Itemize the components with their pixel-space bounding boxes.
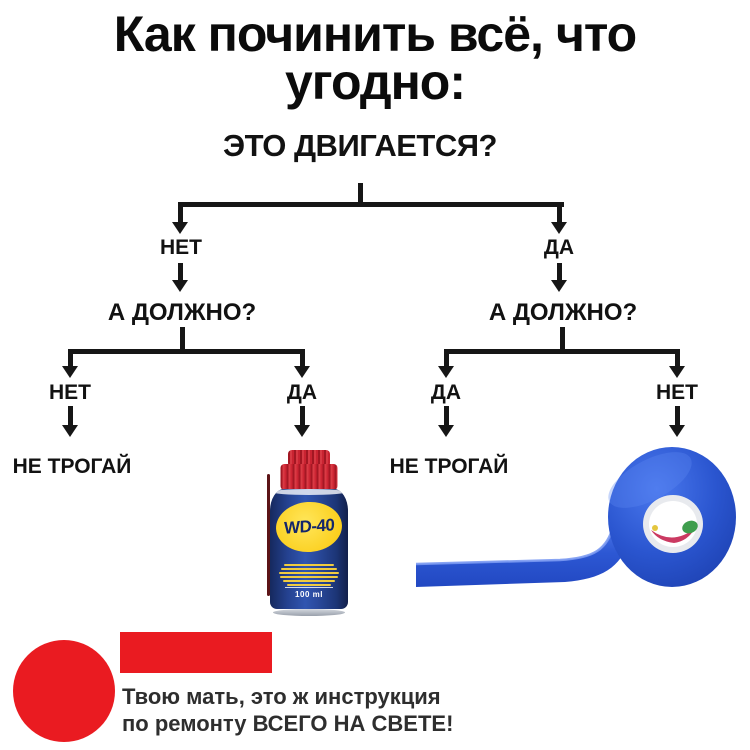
- arrow-down-icon: [669, 366, 685, 378]
- connector-level1-left-drop: [178, 202, 183, 223]
- footer-caption: Твою мать, это ж инструкция по ремонту В…: [122, 683, 453, 737]
- connector-right-arrow-shaft: [557, 263, 562, 281]
- arrow-down-icon: [438, 366, 454, 378]
- wd40-volume-text: 100 ml: [295, 590, 323, 599]
- wd40-logo-text: WD-40: [283, 515, 335, 538]
- connector-left-arrow-shaft: [178, 263, 183, 281]
- connector-left-branch: [68, 349, 305, 354]
- wd40-divider-line: [285, 587, 333, 588]
- answer-level1-no: НЕТ: [160, 236, 202, 259]
- answer-left-yes: ДА: [286, 381, 318, 404]
- title-line2: угодно:: [285, 54, 466, 110]
- wd40-fine-print: [278, 562, 340, 588]
- connector-drop: [444, 349, 449, 367]
- wd40-spray-can: WD-40 100 ml: [263, 450, 355, 616]
- blue-electrical-tape: [415, 447, 736, 587]
- censored-logo-circle: [13, 640, 115, 742]
- fine-print-line: [283, 580, 335, 582]
- arrow-down-icon: [551, 280, 567, 292]
- caption-line1: Твою мать, это ж инструкция: [122, 684, 441, 709]
- fine-print-line: [280, 576, 338, 578]
- connector-outcome-shaft: [68, 406, 73, 426]
- connector-drop: [675, 349, 680, 367]
- arrow-down-icon: [551, 222, 567, 234]
- result-dont-touch-left: НЕ ТРОГАЙ: [12, 455, 132, 478]
- connector-level1-branch: [178, 202, 564, 207]
- fine-print-line: [279, 572, 339, 574]
- tape-roll-sheen: [608, 452, 692, 508]
- wd40-bottom-rim: [273, 609, 345, 616]
- tape-core-label-green: [682, 520, 698, 534]
- result-dont-touch-right: НЕ ТРОГАЙ: [389, 455, 509, 478]
- fine-print-line: [281, 568, 337, 570]
- connector-level1-right-drop: [557, 202, 562, 223]
- flowchart-root-question: ЭТО ДВИГАЕТСЯ?: [223, 128, 497, 163]
- answer-right-no: НЕТ: [656, 381, 698, 404]
- tape-strip: [416, 524, 629, 587]
- connector-outcome-shaft: [675, 406, 680, 426]
- censored-logo-bar: [120, 632, 272, 673]
- flowchart-left-question: А ДОЛЖНО?: [107, 299, 257, 326]
- connector-drop: [68, 349, 73, 367]
- connector-left-stub: [180, 327, 185, 351]
- title-line1: Как починить всё, что: [113, 6, 637, 62]
- connector-root-stub: [358, 183, 363, 205]
- arrow-down-icon: [438, 425, 454, 437]
- wd40-shoulder: [272, 489, 346, 495]
- arrow-down-icon: [172, 280, 188, 292]
- wd40-logo-shield: WD-40: [274, 499, 344, 555]
- connector-right-stub: [560, 327, 565, 351]
- arrow-down-icon: [62, 366, 78, 378]
- meme-title: Как починить всё, что угодно:: [0, 6, 750, 110]
- connector-outcome-shaft: [300, 406, 305, 426]
- flowchart-right-question: А ДОЛЖНО?: [488, 299, 638, 326]
- fine-print-line: [284, 564, 334, 566]
- arrow-down-icon: [172, 222, 188, 234]
- wd40-cap: [280, 464, 338, 490]
- connector-right-branch: [444, 349, 680, 354]
- connector-outcome-shaft: [444, 406, 449, 426]
- answer-level1-yes: ДА: [543, 236, 575, 259]
- caption-line2: по ремонту ВСЕГО НА СВЕТЕ!: [122, 711, 454, 736]
- answer-right-yes: ДА: [430, 381, 462, 404]
- answer-left-no: НЕТ: [49, 381, 91, 404]
- arrow-down-icon: [62, 425, 78, 437]
- tape-core-label-red: [651, 528, 695, 543]
- wd40-can-body: WD-40 100 ml: [270, 489, 348, 609]
- wd40-straw: [267, 474, 270, 596]
- arrow-down-icon: [669, 425, 685, 437]
- fine-print-line: [287, 584, 331, 586]
- arrow-down-icon: [294, 366, 310, 378]
- wd40-cap-top: [288, 450, 330, 465]
- arrow-down-icon: [294, 425, 310, 437]
- tape-core-label-dot: [652, 525, 658, 531]
- connector-drop: [300, 349, 305, 367]
